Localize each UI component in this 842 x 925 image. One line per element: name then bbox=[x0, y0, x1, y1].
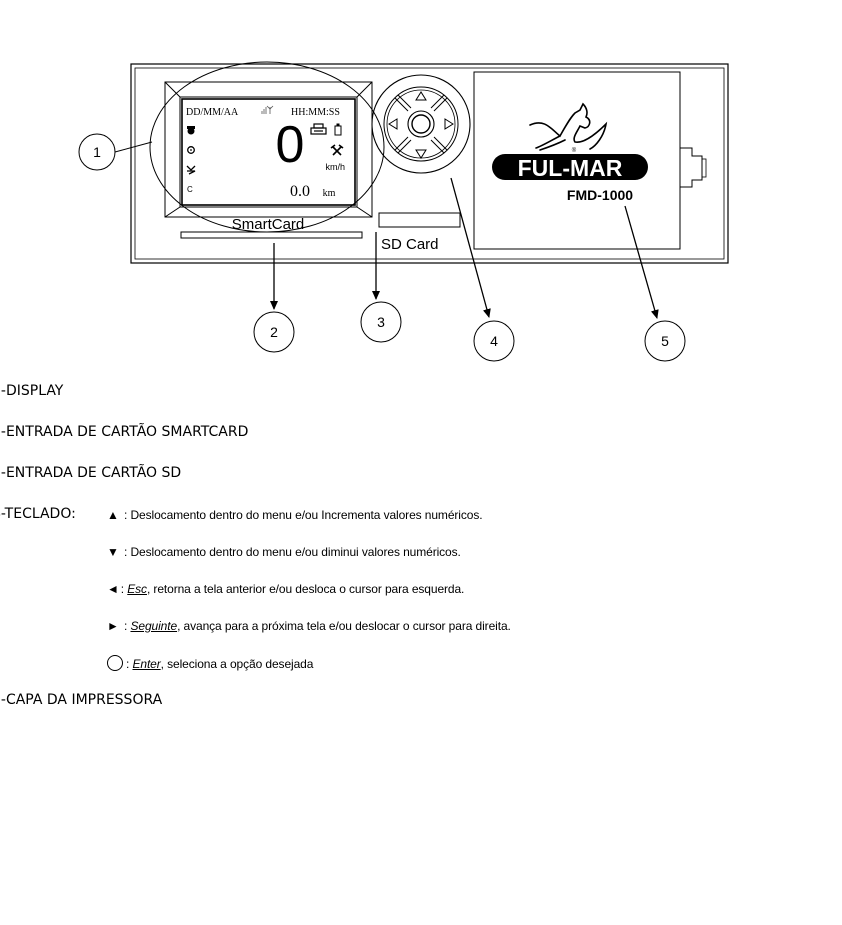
callout-5-label: 5 bbox=[661, 333, 669, 349]
left-arrow-icon[interactable] bbox=[388, 118, 398, 130]
sdcard-slot bbox=[378, 212, 461, 228]
callout-5: 5 bbox=[624, 205, 686, 362]
key-right-description: ► : Seguinte, avança para a próxima tela… bbox=[107, 619, 511, 633]
legend-item-smartcard: 2-ENTRADA DE CARTÃO SMARTCARD bbox=[0, 424, 249, 440]
key-enter-text: , seleciona a opção desejada bbox=[160, 657, 314, 671]
lcd-distance-unit: km bbox=[323, 188, 336, 199]
callout-1-label: 1 bbox=[93, 144, 101, 160]
key-down-text: : Deslocamento dentro do menu e/ou dimin… bbox=[120, 545, 461, 559]
callout-2-label: 2 bbox=[270, 324, 278, 340]
key-up-description: ▲ : Deslocamento dentro do menu e/ou Inc… bbox=[107, 508, 483, 522]
tools-icon bbox=[330, 144, 344, 156]
signal-icon bbox=[261, 105, 274, 114]
key-down-description: ▼ : Deslocamento dentro do menu e/ou dim… bbox=[107, 545, 461, 559]
legend-item-display: 1-DISPLAY bbox=[0, 383, 64, 399]
clock-icon bbox=[187, 146, 195, 154]
model-label: FMD-1000 bbox=[567, 187, 633, 203]
smartcard-label: SmartCard bbox=[232, 216, 305, 233]
enter-button[interactable] bbox=[407, 110, 435, 138]
up-arrow-icon[interactable] bbox=[415, 91, 427, 101]
lcd-speed-value: 0 bbox=[276, 116, 305, 174]
device-diagram: DD/MM/AA HH:MM:SS C 0 bbox=[78, 61, 729, 362]
key-right-text: , avança para a próxima tela e/ou desloc… bbox=[177, 619, 511, 633]
keypad bbox=[371, 74, 471, 174]
lcd-date: DD/MM/AA bbox=[186, 107, 239, 118]
lcd-speed-unit: km/h bbox=[325, 162, 345, 172]
brand-name: FUL-MAR bbox=[518, 155, 623, 181]
down-triangle-icon: ▼ bbox=[107, 545, 119, 559]
key-enter-description: : Enter, seleciona a opção desejada bbox=[107, 655, 313, 671]
lcd-screen: DD/MM/AA HH:MM:SS C 0 bbox=[186, 105, 345, 200]
key-right-name: Seguinte bbox=[130, 619, 178, 633]
display-bezel bbox=[164, 81, 373, 218]
printer-cover bbox=[473, 71, 707, 250]
driver-icon bbox=[186, 165, 196, 175]
key-enter-prefix: : bbox=[126, 657, 133, 671]
left-triangle-icon: ◄ bbox=[107, 582, 119, 596]
ful-mar-logo: FUL-MAR ® FMD-1000 bbox=[492, 102, 648, 203]
callout-3-label: 3 bbox=[377, 314, 385, 330]
key-left-description: ◄: Esc, retorna a tela anterior e/ou des… bbox=[107, 582, 464, 596]
callout-4: 4 bbox=[450, 177, 515, 362]
callout-3: 3 bbox=[360, 232, 402, 343]
vehicle-icon bbox=[187, 126, 195, 135]
registered-mark: ® bbox=[572, 147, 577, 154]
key-right-prefix: : bbox=[120, 619, 131, 633]
printer-icon bbox=[310, 123, 327, 135]
lcd-distance-value: 0.0 bbox=[290, 183, 310, 200]
key-left-name: Esc bbox=[127, 582, 147, 596]
lcd-c-label: C bbox=[187, 185, 193, 194]
legend-item-printer-cover: 5-CAPA DA IMPRESSORA bbox=[0, 692, 163, 708]
key-enter-name: Enter bbox=[132, 657, 161, 671]
battery-icon bbox=[334, 123, 342, 136]
lcd-time: HH:MM:SS bbox=[291, 107, 340, 118]
legend-item-keypad: 4-TECLADO: bbox=[0, 506, 76, 522]
callout-4-label: 4 bbox=[490, 333, 498, 349]
down-arrow-icon[interactable] bbox=[415, 149, 427, 159]
callout-1: 1 bbox=[78, 133, 153, 171]
callout-2: 2 bbox=[253, 243, 295, 353]
circle-icon bbox=[107, 655, 123, 671]
right-arrow-icon[interactable] bbox=[444, 118, 454, 130]
up-triangle-icon: ▲ bbox=[107, 508, 119, 522]
smartcard-slot bbox=[180, 231, 363, 239]
key-up-text: : Deslocamento dentro do menu e/ou Incre… bbox=[120, 508, 483, 522]
key-left-prefix: : bbox=[120, 582, 128, 596]
key-left-text: , retorna a tela anterior e/ou desloca o… bbox=[146, 582, 465, 596]
device-body bbox=[130, 63, 729, 264]
sdcard-label: SD Card bbox=[381, 236, 439, 253]
right-triangle-icon: ► bbox=[107, 619, 119, 633]
legend-item-sdcard: 3-ENTRADA DE CARTÃO SD bbox=[0, 465, 182, 481]
